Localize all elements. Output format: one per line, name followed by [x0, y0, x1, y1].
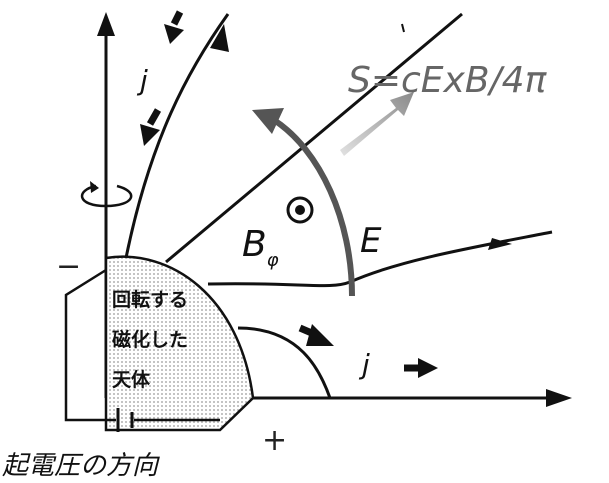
current-label-bottom: j: [358, 348, 370, 381]
body-label-line2: 磁化した: [112, 328, 188, 351]
b-main: B: [242, 224, 267, 265]
e-field-label: E: [360, 221, 382, 261]
b-subscript: φ: [267, 250, 279, 271]
field-line-4: [237, 326, 332, 399]
b-field-out-of-page-icon: [286, 196, 314, 224]
poynting-flux-arrow: [340, 92, 414, 156]
plus-sign: +: [262, 423, 287, 458]
current-arrow-icon: [164, 10, 184, 44]
battery-icon: [116, 408, 134, 432]
current-arrow-icon: [298, 324, 334, 346]
field-line-2: [165, 12, 463, 264]
body-label-line3: 天体: [112, 368, 151, 391]
magnetized-body: [104, 255, 255, 432]
current-arrow-icon: [404, 358, 438, 378]
current-label-top: j: [136, 64, 148, 97]
minus-sign: −: [56, 249, 81, 284]
external-circuit: [64, 268, 220, 422]
emf-direction-caption: 起電圧の方向: [2, 451, 160, 481]
e-field-arc: [252, 108, 355, 297]
tick-mark: [401, 23, 405, 33]
rotation-arrow-icon: [80, 181, 133, 208]
horizontal-axis: [246, 389, 572, 407]
current-arrow-icon: [140, 108, 162, 146]
field-line-1: [124, 13, 230, 259]
poynting-formula: S=cExB/4π: [348, 60, 548, 101]
b-phi-label: Bφ: [242, 224, 279, 271]
body-label-line1: 回転する: [112, 289, 188, 311]
